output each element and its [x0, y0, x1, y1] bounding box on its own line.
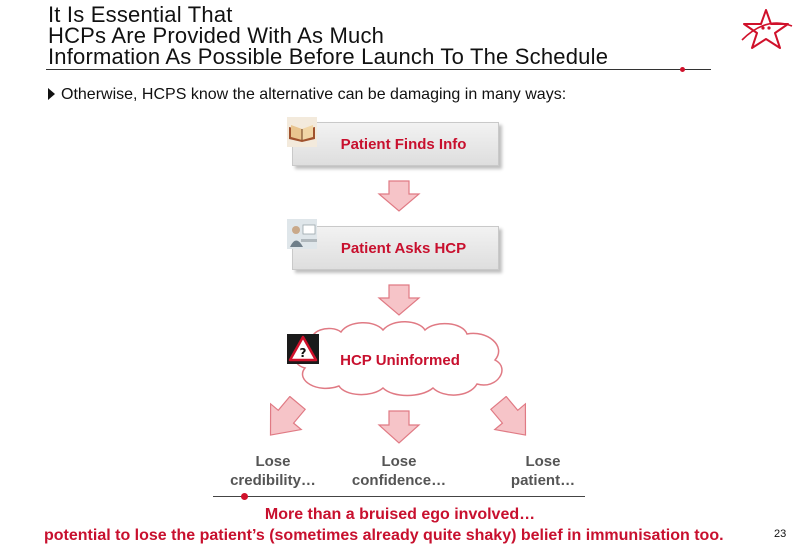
step-patient-finds-info: Patient Finds Info — [292, 122, 499, 166]
title-underline — [46, 69, 711, 70]
step-patient-asks-hcp: Patient Asks HCP — [292, 226, 499, 270]
down-left-arrow-icon — [269, 396, 307, 436]
page-number: 23 — [774, 528, 787, 540]
title-rule-dot — [680, 67, 685, 72]
step-3-label: HCP Uninformed — [340, 352, 460, 369]
outcome-2-line2: confidence… — [351, 472, 447, 489]
outcome-confidence: Lose confidence… — [338, 452, 460, 490]
step-1-label: Patient Finds Info — [340, 135, 467, 153]
outcome-3-line2: patient… — [510, 472, 576, 489]
title-line-2: HCPs Are Provided With As Much — [48, 23, 385, 48]
down-right-arrow-icon — [489, 396, 527, 436]
intro-bullet-text: Otherwise, HCPS know the alternative can… — [61, 86, 567, 103]
outcome-1-line1: Lose — [255, 453, 291, 470]
step-2-label: Patient Asks HCP — [340, 239, 467, 257]
outcome-2-line1: Lose — [381, 453, 417, 470]
outcome-patient: Lose patient… — [484, 452, 602, 490]
outcome-divider-dot — [241, 493, 248, 500]
down-arrow-icon — [377, 284, 421, 316]
person-photo-icon — [287, 219, 317, 249]
bullet-triangle-icon — [48, 88, 55, 100]
title-line-1: It Is Essential That — [48, 2, 233, 27]
warning-sign-icon: ? — [287, 334, 319, 364]
outcome-divider — [213, 496, 585, 497]
star-logo-icon — [741, 9, 793, 49]
down-arrow-icon — [377, 180, 421, 212]
open-book-icon — [287, 117, 317, 147]
outcome-credibility: Lose credibility… — [213, 452, 333, 490]
intro-bullet: Otherwise, HCPS know the alternative can… — [48, 86, 566, 104]
punchline-2: potential to lose the patient’s (sometim… — [44, 527, 724, 544]
outcome-1-line2: credibility… — [230, 472, 316, 489]
down-arrow-icon — [377, 410, 421, 444]
outcome-3-line1: Lose — [525, 453, 561, 470]
title-line-3: Information As Possible Before Launch To… — [48, 44, 609, 69]
hcp-uninformed-cloud — [294, 321, 503, 397]
svg-text:?: ? — [300, 346, 307, 360]
punchline-1: More than a bruised ego involved… — [264, 506, 536, 523]
